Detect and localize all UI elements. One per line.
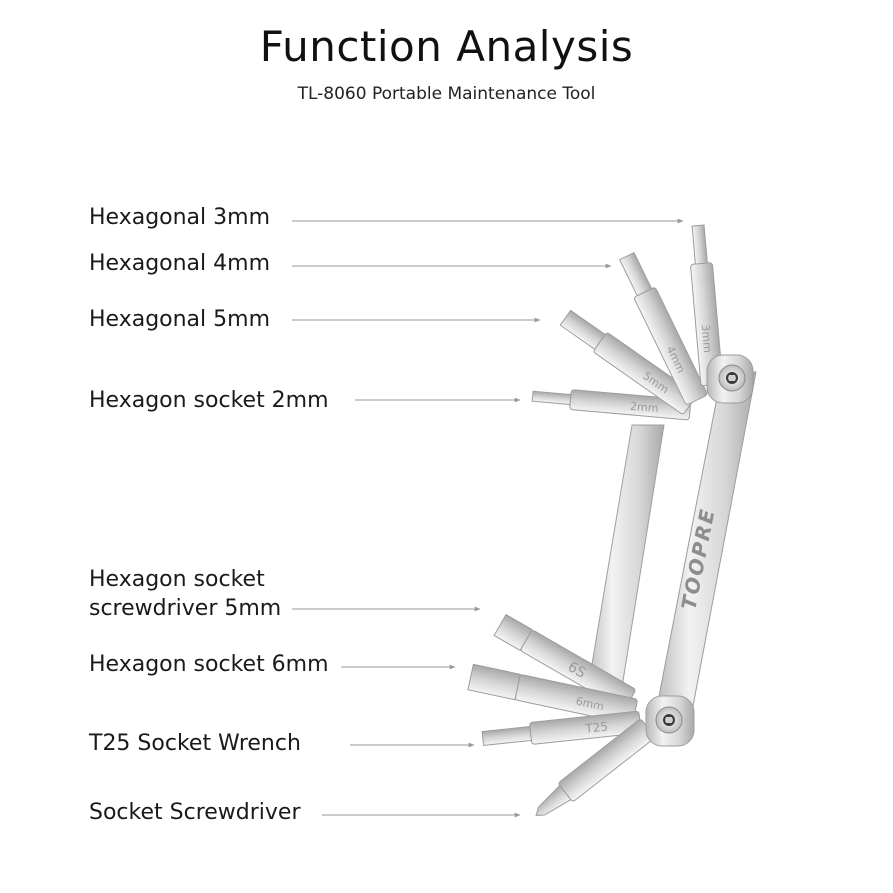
top-bits: 2mm 5mm 4mm 3mm: [531, 224, 724, 421]
bit-hexagonal-3mm: 3mm: [690, 224, 724, 387]
label-t25-socket-wrench: T25 Socket Wrench: [89, 731, 301, 756]
marking-6mm: 6mm: [575, 695, 606, 714]
marking-3mm: 3mm: [699, 324, 714, 353]
bit-hex-socket-screwdriver-5mm: 6S: [493, 613, 636, 710]
pivot-bolt-bottom: [655, 706, 683, 734]
marking-t25: T25: [584, 719, 609, 735]
label-hexagon-socket-screwdriver-line1: Hexagon socket: [89, 567, 265, 592]
label-hexagon-socket-2mm: Hexagon socket 2mm: [89, 388, 329, 413]
label-socket-screwdriver: Socket Screwdriver: [89, 800, 301, 825]
label-hexagonal-5mm: Hexagonal 5mm: [89, 307, 271, 332]
bit-hexagonal-4mm: 4mm: [619, 252, 708, 405]
label-hexagonal-3mm: Hexagonal 3mm: [89, 205, 271, 230]
bit-t25: T25: [481, 710, 642, 747]
pivot-bolt-top: [718, 364, 746, 392]
bit-hexagonal-5mm: 5mm: [559, 309, 697, 415]
label-hexagon-socket-6mm: Hexagon socket 6mm: [89, 652, 329, 677]
page-subtitle: TL-8060 Portable Maintenance Tool: [297, 84, 596, 104]
label-hexagonal-4mm: Hexagonal 4mm: [89, 251, 271, 276]
bottom-bits: 6S 6mm T25: [467, 613, 655, 816]
leader-lines: [292, 218, 684, 818]
bit-hex-socket-6mm: 6mm: [467, 663, 638, 725]
marking-6s: 6S: [565, 659, 589, 682]
page-title: Function Analysis: [259, 22, 634, 71]
label-hexagon-socket-screwdriver-line2: screwdriver 5mm: [89, 596, 282, 621]
marking-2mm: 2mm: [630, 400, 659, 415]
bit-hex-socket-2mm: 2mm: [531, 389, 692, 421]
